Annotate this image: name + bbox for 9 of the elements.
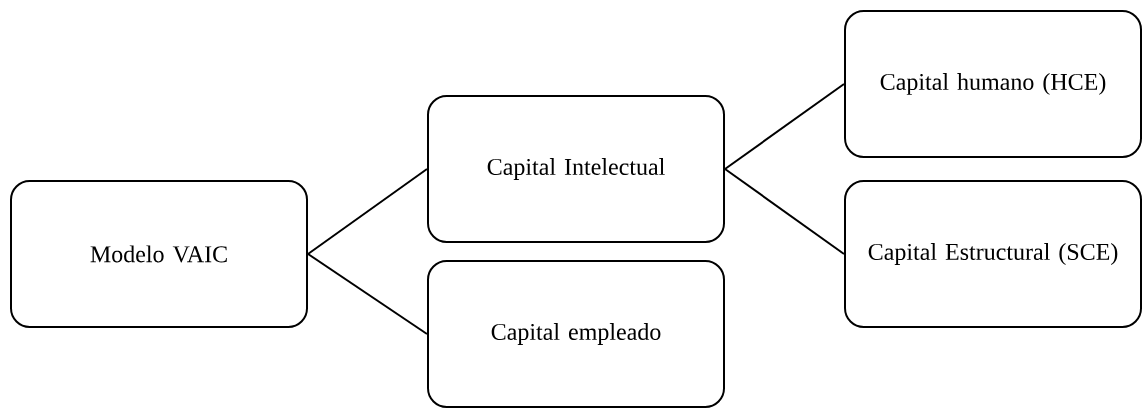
rounded-box: Modelo VAIC xyxy=(10,180,308,328)
rounded-box: Capital empleado xyxy=(427,260,725,408)
connector-line xyxy=(724,83,845,170)
rounded-box: Capital Estructural (SCE) xyxy=(844,180,1142,328)
rounded-box: Capital Intelectual xyxy=(427,95,725,243)
connector-line xyxy=(724,168,845,255)
rounded-box: Capital humano (HCE) xyxy=(844,10,1142,158)
connector-line xyxy=(307,253,428,335)
connector-line xyxy=(307,168,428,255)
